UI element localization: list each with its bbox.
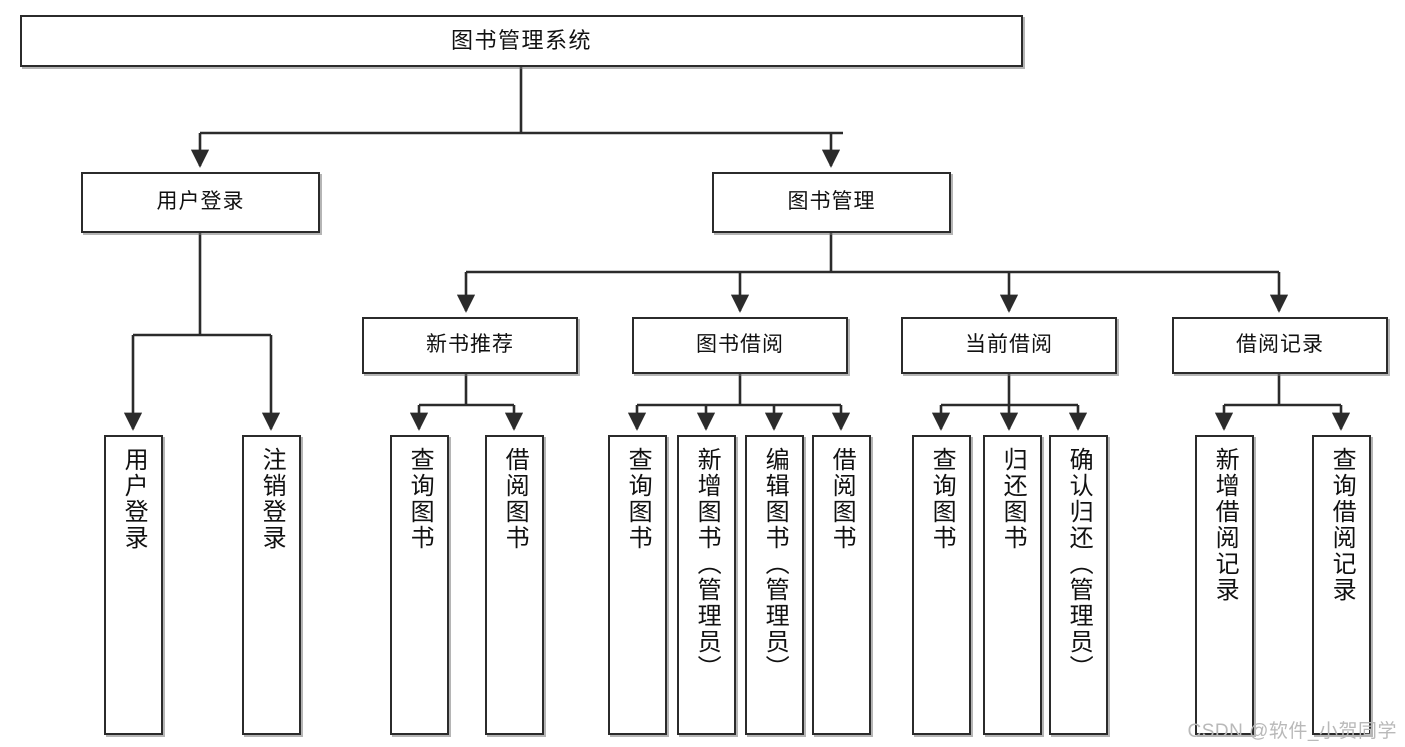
leaf-book-borrow-add-label: 新增图书（管理员） xyxy=(693,447,721,681)
leaf-new-book-query-label: 查询图书 xyxy=(406,447,434,551)
node-borrow-record-label: 借阅记录 xyxy=(1236,333,1324,357)
leaf-book-borrow-add[interactable]: 新增图书（管理员） xyxy=(677,435,736,735)
leaf-book-borrow-edit[interactable]: 编辑图书（管理员） xyxy=(745,435,804,735)
leaf-book-borrow-edit-label: 编辑图书（管理员） xyxy=(761,447,789,681)
leaf-book-borrow-borrow-label: 借阅图书 xyxy=(828,447,856,551)
leaf-new-book-borrow-label: 借阅图书 xyxy=(501,447,529,551)
node-current-borrow-label: 当前借阅 xyxy=(965,333,1053,357)
leaf-user-login-logout-label: 注销登录 xyxy=(258,447,286,551)
node-book-borrow[interactable]: 图书借阅 xyxy=(632,317,848,374)
leaf-new-book-borrow[interactable]: 借阅图书 xyxy=(485,435,544,735)
node-book-borrow-label: 图书借阅 xyxy=(696,333,784,357)
leaf-new-book-query[interactable]: 查询图书 xyxy=(390,435,449,735)
node-user-login-label: 用户登录 xyxy=(156,190,245,214)
node-new-book-recommend-label: 新书推荐 xyxy=(426,333,514,357)
leaf-book-borrow-query[interactable]: 查询图书 xyxy=(608,435,667,735)
leaf-borrow-record-query[interactable]: 查询借阅记录 xyxy=(1312,435,1371,735)
leaf-borrow-record-add[interactable]: 新增借阅记录 xyxy=(1195,435,1254,735)
leaf-user-login-logout[interactable]: 注销登录 xyxy=(242,435,301,735)
node-book-management-label: 图书管理 xyxy=(787,190,876,214)
leaf-current-borrow-confirm-return-label: 确认归还（管理员） xyxy=(1065,447,1093,681)
leaf-borrow-record-query-label: 查询借阅记录 xyxy=(1328,447,1356,603)
leaf-user-login-login-label: 用户登录 xyxy=(120,447,148,551)
leaf-current-borrow-return-label: 归还图书 xyxy=(999,447,1027,551)
leaf-user-login-login[interactable]: 用户登录 xyxy=(104,435,163,735)
node-new-book-recommend[interactable]: 新书推荐 xyxy=(362,317,578,374)
leaf-borrow-record-add-label: 新增借阅记录 xyxy=(1211,447,1239,603)
node-user-login[interactable]: 用户登录 xyxy=(81,172,320,233)
leaf-current-borrow-query[interactable]: 查询图书 xyxy=(912,435,971,735)
leaf-current-borrow-return[interactable]: 归还图书 xyxy=(983,435,1042,735)
node-root-system-label: 图书管理系统 xyxy=(450,28,592,54)
node-root-system[interactable]: 图书管理系统 xyxy=(20,15,1023,67)
leaf-current-borrow-query-label: 查询图书 xyxy=(928,447,956,551)
leaf-book-borrow-query-label: 查询图书 xyxy=(624,447,652,551)
node-current-borrow[interactable]: 当前借阅 xyxy=(901,317,1117,374)
node-borrow-record[interactable]: 借阅记录 xyxy=(1172,317,1388,374)
leaf-book-borrow-borrow[interactable]: 借阅图书 xyxy=(812,435,871,735)
node-book-management[interactable]: 图书管理 xyxy=(712,172,951,233)
leaf-current-borrow-confirm-return[interactable]: 确认归还（管理员） xyxy=(1049,435,1108,735)
